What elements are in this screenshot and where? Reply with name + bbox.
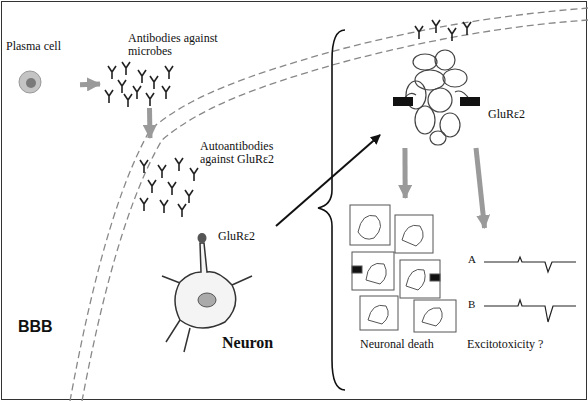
diagram-node: Excitotoxicity ?	[465, 228, 580, 358]
dead-neuron-panels	[350, 205, 456, 332]
receptor-protein	[403, 50, 470, 145]
figure-label: B	[468, 297, 475, 311]
node-text: Excitotoxicity ?	[467, 338, 543, 351]
membrane-bar	[460, 97, 480, 106]
bbb-line	[82, 20, 588, 401]
node-text: GluRε2	[218, 230, 255, 243]
diagram-node: Plasma cell	[6, 40, 80, 102]
figure-label: BBB	[18, 318, 53, 336]
flow-arrow	[476, 148, 485, 228]
node-text: Neuronal death	[360, 338, 434, 351]
antibody-group	[415, 20, 471, 41]
antibody-group	[105, 62, 173, 107]
node-text: Antibodies against microbes	[128, 32, 224, 58]
diagram-node: Neuronal death	[345, 198, 463, 358]
flow-arrow	[276, 135, 380, 226]
node-text: GluRε2	[488, 108, 525, 121]
plasma-cell-nucleus	[26, 78, 36, 88]
node-text: Plasma cell	[6, 40, 61, 53]
plasma-cell-icon	[19, 71, 41, 93]
bbb-line	[70, 8, 588, 401]
current-trace	[484, 257, 576, 272]
diagram-node: Antibodies against microbes	[100, 28, 250, 108]
flow-arrow	[80, 82, 100, 88]
node-text: Neuron	[222, 334, 273, 352]
diagram-node: Autoantibodies against GluRε2	[130, 138, 315, 220]
figure-label: A	[468, 252, 476, 266]
flow-arrow	[402, 148, 407, 198]
diagram-node: GluRε2Neuron	[160, 222, 276, 354]
autoantibody-group	[140, 158, 198, 217]
diagram-node: GluRε2	[380, 48, 540, 148]
curly-bracket	[318, 30, 345, 390]
current-trace	[484, 300, 576, 322]
flow-arrow	[147, 108, 152, 138]
node-text: Autoantibodies against GluRε2	[200, 140, 304, 166]
membrane-bar	[393, 97, 413, 106]
